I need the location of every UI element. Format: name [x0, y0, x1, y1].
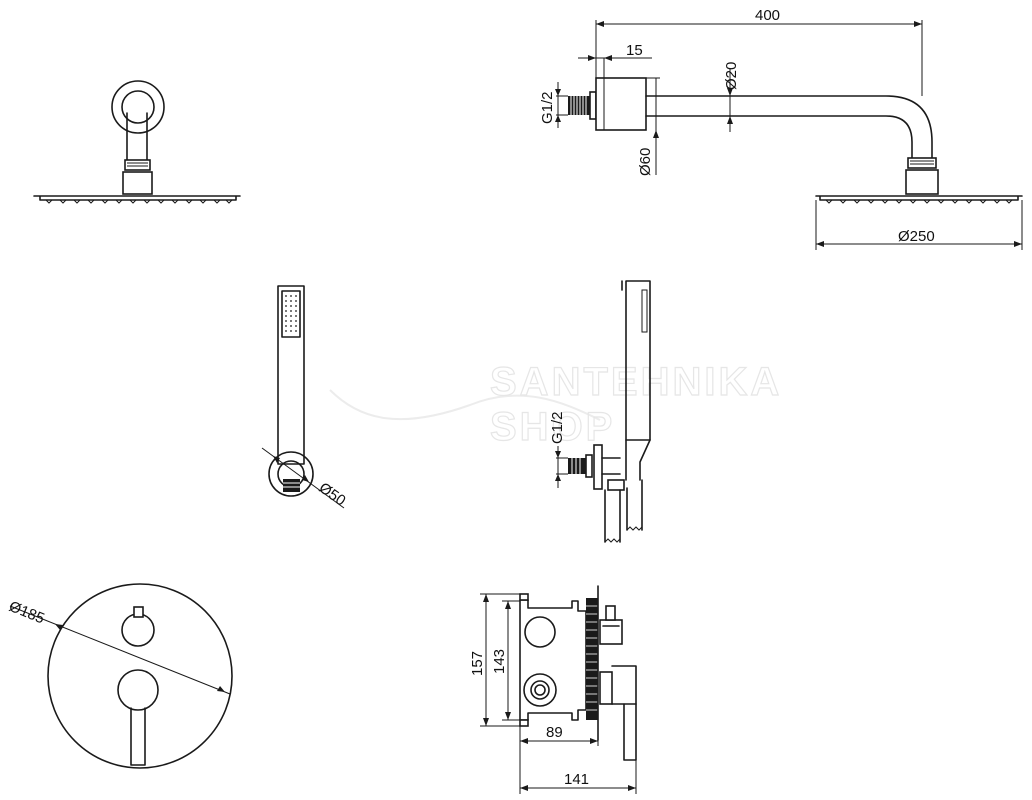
dim-shower-head-diameter: Ø250 [898, 228, 935, 245]
watermark: SANTEHNIKA SHOP [329, 359, 782, 450]
watermark-line-1: SANTEHNIKA [490, 360, 782, 404]
dim-arm-length: 400 [755, 7, 780, 24]
dim-hand-shower-outlet-diameter: Ø50 [316, 479, 349, 509]
dim-box-height-inner: 143 [491, 649, 508, 674]
hand-shower-front-view: Ø50 [261, 285, 349, 510]
mixer-box-side-view: 157 143 89 141 [469, 585, 637, 794]
dim-box-depth: 89 [546, 724, 563, 741]
dim-thread-overhead: G1/2 [539, 91, 556, 124]
dim-flange-diameter: Ø60 [637, 148, 654, 176]
hand-shower-side-view: G1/2 [549, 280, 651, 543]
dim-box-height-outer: 157 [469, 651, 486, 676]
dim-flange-depth: 15 [626, 42, 643, 59]
overhead-shower-side-view: 400 15 Ø20 G1/2 Ø60 Ø250 [539, 7, 1023, 250]
dim-thread-hand: G1/2 [549, 411, 566, 444]
dim-total-depth: 141 [564, 771, 589, 788]
watermark-line-2: SHOP [490, 405, 615, 449]
overhead-shower-front-view [33, 80, 241, 204]
mixer-plate-front-view: Ø185 [7, 583, 233, 769]
dim-arm-diameter: Ø20 [723, 62, 740, 90]
dim-mixer-plate-diameter: Ø185 [7, 598, 47, 628]
